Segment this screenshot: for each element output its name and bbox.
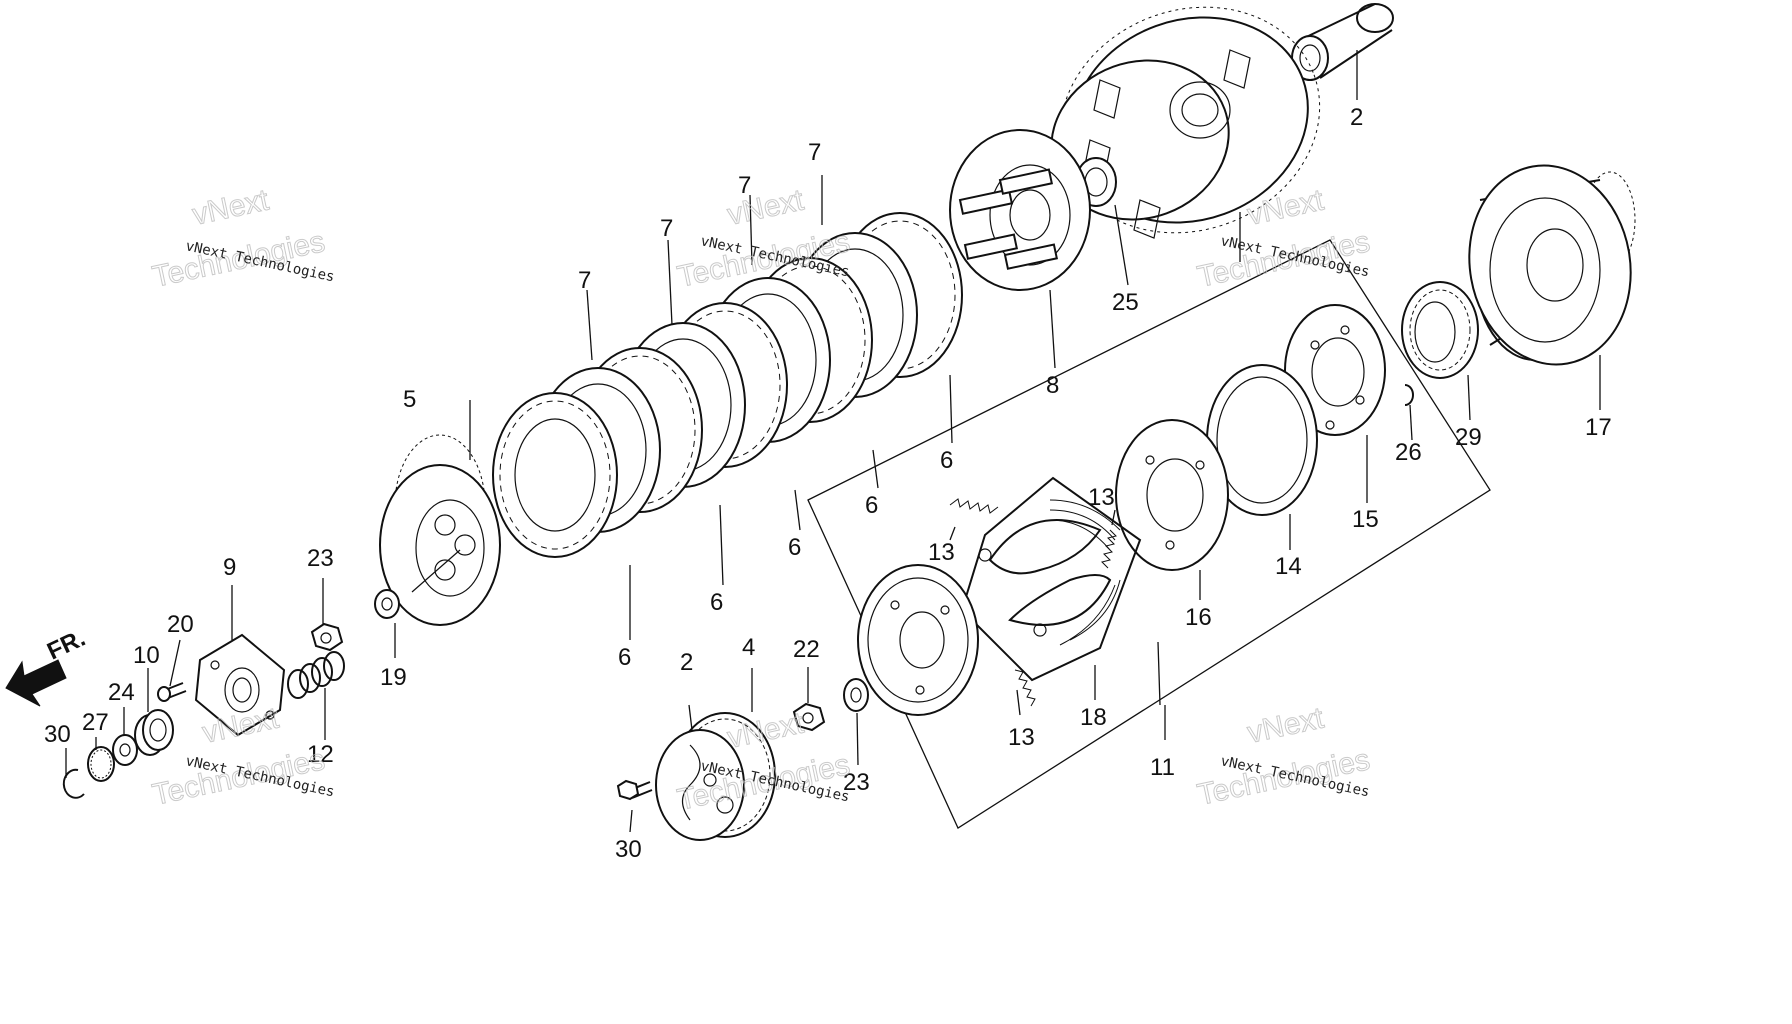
part-clip-26 [1404, 384, 1414, 406]
callout-29: 29 [1455, 424, 1482, 451]
callout-13-c: 13 [1008, 724, 1035, 751]
callouts: 2 25 8 17 29 26 15 14 16 18 11 13 13 13 … [44, 104, 1612, 863]
svg-text:vNext: vNext [725, 183, 808, 231]
part-bolt-30 [616, 779, 653, 801]
callout-22: 22 [793, 636, 820, 663]
callout-25: 25 [1112, 289, 1139, 316]
parts [62, 3, 1636, 841]
callout-6-c: 6 [788, 534, 801, 561]
front-direction-arrow: FR. [5, 625, 90, 707]
part-sleeve [1291, 3, 1394, 81]
callout-20: 20 [167, 611, 194, 638]
callout-5: 5 [403, 386, 416, 413]
callout-19: 19 [380, 664, 407, 691]
callout-17: 17 [1585, 414, 1612, 441]
part-clutch-center [949, 129, 1091, 291]
assembly-outline [807, 239, 1491, 829]
part-clutch-outer [1050, 6, 1321, 239]
part-lifter-plate [194, 633, 286, 737]
part-washer-24 [112, 734, 138, 766]
part-pressure-plate [379, 434, 501, 626]
watermark-top-left: vNext Technologies vNext Technologies [149, 183, 336, 294]
callout-9: 9 [223, 554, 236, 581]
callout-7-a: 7 [808, 139, 821, 166]
callout-18: 18 [1080, 704, 1107, 731]
callout-4: 4 [742, 634, 755, 661]
callout-6-d: 6 [710, 589, 723, 616]
part-circlip-28 [62, 768, 85, 799]
part-drive-drum [1468, 164, 1636, 366]
svg-text:vNext: vNext [1245, 701, 1328, 749]
part-bearing [1401, 281, 1479, 379]
callout-21: 23 [307, 545, 334, 572]
part-clutch-shoes [960, 476, 1142, 682]
callout-26: 26 [1395, 439, 1422, 466]
part-plate-16 [1115, 419, 1229, 571]
part-bearing-10 [134, 709, 174, 756]
callout-8: 8 [1046, 372, 1059, 399]
part-cam-plate [655, 712, 776, 841]
callout-7-b: 7 [738, 172, 751, 199]
callout-6-a: 6 [940, 447, 953, 474]
part-clutch-discs [492, 212, 963, 558]
callout-27: 27 [82, 709, 109, 736]
callout-11: 11 [1150, 754, 1175, 781]
part-gear-27 [87, 746, 115, 782]
callout-14: 14 [1275, 553, 1302, 580]
callout-16: 16 [1185, 604, 1212, 631]
front-label: FR. [43, 625, 89, 666]
callout-13-a: 13 [1088, 484, 1115, 511]
part-ring-14 [1206, 364, 1318, 516]
callout-15: 15 [1352, 506, 1379, 533]
callout-24: 24 [108, 679, 135, 706]
part-washer-19 [374, 589, 400, 619]
callout-28: 30 [44, 721, 71, 748]
callout-23-label: 23 [843, 769, 870, 796]
part-springs-13 [949, 498, 1117, 707]
callout-6-e: 6 [618, 644, 631, 671]
part-bolt-20 [157, 682, 187, 702]
callout-30-label: 30 [615, 836, 642, 863]
watermark-bottom-left: vNext Technologies vNext Technologies [149, 701, 336, 812]
part-clutch-drum [857, 564, 979, 716]
watermark-bottom-right: vNext Technologies vNext Technologies [1194, 701, 1373, 812]
callout-7-c: 7 [660, 215, 673, 242]
callout-6-b: 6 [865, 492, 878, 519]
part-spring-12 [287, 651, 345, 699]
callout-7-d: 7 [578, 267, 591, 294]
leader-lines [65, 50, 1601, 833]
callout-3: 2 [1350, 104, 1363, 131]
part-washer-23 [843, 678, 869, 712]
part-nut-21 [310, 622, 344, 652]
callout-12: 12 [307, 741, 334, 768]
callout-13-b: 13 [928, 539, 955, 566]
svg-text:vNext: vNext [190, 183, 273, 231]
callout-2-label: 2 [680, 649, 693, 676]
front-arrow-icon [5, 659, 67, 707]
part-nut-22 [792, 702, 826, 732]
callout-10: 10 [133, 642, 160, 669]
